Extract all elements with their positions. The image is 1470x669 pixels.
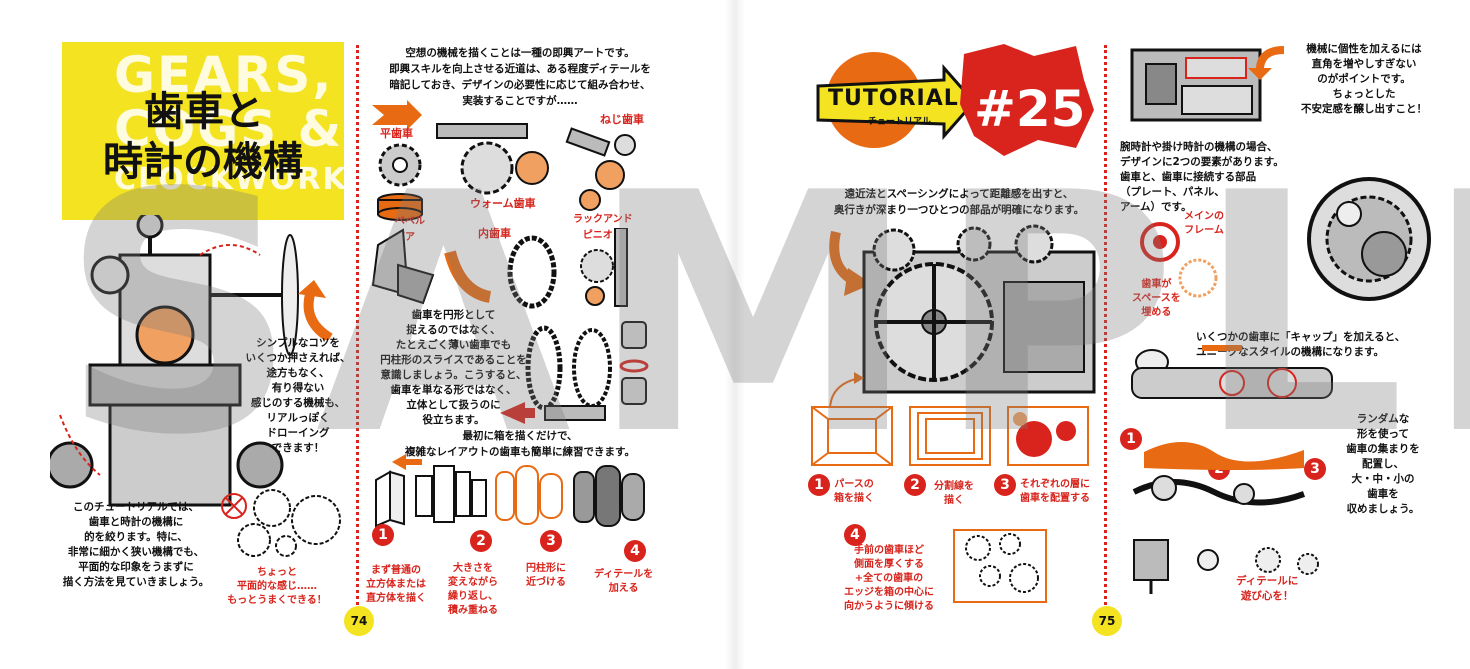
para-tutorial: このチュートリアルでは、 歯車と時計の機構に 的を絞ります。特に、 非常に細かく…: [62, 501, 210, 588]
screw-gear-icon: [565, 127, 636, 211]
note-random: ランダムな 形を使って 歯車の集まりを 配置し、 大・中・小の 歯車を 収めまし…: [1346, 413, 1420, 515]
para-cylinder: 歯車を円形として 捉えるのではなく、 たとえごく薄い歯車でも 円柱形のスライスで…: [380, 309, 527, 426]
page-number-left: 74: [344, 606, 374, 636]
book-gutter: [725, 0, 745, 669]
capped-gears-illustration: [1131, 345, 1333, 399]
perspective-box-3: [1007, 406, 1089, 466]
title-ghost-3: CLOCKWORK: [114, 162, 348, 197]
para-box-start: 最初に箱を描くだけで、 複雑なレイアウトの歯車も簡単に練習できます。: [405, 430, 635, 458]
label-bevel-gear: ベベル ギア: [395, 216, 425, 243]
bevel-gear-icon: [371, 228, 435, 305]
right-page: TUTORIAL チュートリアル #25 遠近法とスペーシングによって距離感を出…: [744, 0, 1470, 669]
curved-arrow-icon-right: [829, 230, 872, 296]
internal-gear-icon: [444, 235, 557, 309]
red-arrow-icon: [372, 100, 422, 130]
thin-arrow-icon: [829, 372, 864, 411]
label-internal-gear: 内歯車: [478, 227, 511, 240]
left-step-badge-2: 2: [470, 530, 492, 552]
spur-gear-icon: [378, 143, 422, 187]
curved-arrow-icon-2: [1248, 46, 1285, 80]
size-step-badge-1: 1: [1120, 428, 1142, 450]
sample-watermark: SAMPLE: [60, 123, 1470, 507]
column-divider-right: [1104, 45, 1107, 635]
rack-pinion-icon: [580, 228, 628, 307]
title-ghost-1: GEARS,: [114, 46, 334, 104]
note-cap: いくつかの歯車に「キャップ」を加えると、 ユニークなスタイルの機構になります。: [1196, 331, 1406, 358]
right-step-text-4: 手前の歯車ほど 側面を厚くする +全ての歯車の エッジを箱の中心に 向かうように…: [844, 545, 934, 612]
title-line-1: 歯車と: [144, 89, 264, 135]
para-simple-tips: シンプルなコツを いくつか押さえれば、 途方もなく、 有り得ない 感じのする機械…: [245, 337, 351, 454]
column-divider: [356, 45, 359, 635]
label-spur-gear: 平歯車: [380, 127, 413, 140]
left-step-badge-3: 3: [540, 530, 562, 552]
tilted-gears-box: [953, 529, 1047, 603]
playful-detail-illustration: [1133, 539, 1319, 594]
worm-gear-icon: [436, 123, 549, 195]
curved-arrow-icon: [298, 280, 333, 340]
cylinder-gear-icon: [377, 193, 423, 221]
flat-gears-note: ちょっと 平面的な感じ…… もっとうまくできる！: [227, 567, 327, 606]
random-shape-gears: [1132, 442, 1306, 506]
right-step-badge-1: 1: [808, 474, 830, 496]
right-step-badge-2: 2: [904, 474, 926, 496]
left-step-badge-1: 1: [372, 524, 394, 546]
step4-detailed-gears: [573, 465, 645, 527]
label-gear-space: 歯車が スペースを 埋める: [1132, 279, 1181, 318]
right-step-text-1: パースの 箱を描く: [834, 479, 874, 504]
title-box: GEARS, COGS & CLOCKWORK 歯車と 時計の機構: [62, 42, 346, 220]
page-number-right: 75: [1092, 606, 1122, 636]
tutorial-word: TUTORIAL: [828, 86, 959, 111]
title-line-2: 時計の機構: [103, 139, 303, 185]
step2-stacked-boxes: [415, 465, 487, 523]
left-step-text-2: 大きさを 変えながら 繰り返し、 積み重ねる: [448, 563, 498, 616]
label-screw-gear: ねじ歯車: [600, 113, 644, 126]
tutorial-kana: チュートリアル: [868, 117, 931, 127]
tutorial-banner: [816, 44, 1094, 156]
clockwork-machine-illustration: [50, 215, 299, 507]
left-step-text-3: 円柱形に 近づける: [526, 563, 566, 588]
left-page: GEARS, COGS & CLOCKWORK 歯車と 時計の機構 空想の機械を…: [0, 0, 728, 669]
frame-gear-icons: [1140, 222, 1218, 298]
size-step-badge-3: 3: [1304, 458, 1326, 480]
watch-mechanism-illustration: [1307, 177, 1431, 301]
step3-cylinders: [495, 465, 563, 525]
chunky-machine-illustration: [1130, 48, 1262, 122]
right-step-badge-3: 3: [994, 474, 1016, 496]
intro-perspective: 遠近法とスペーシングによって距離感を出すと、 奥行きが深まり一つひとつの部品が明…: [833, 188, 1085, 216]
note-watch: 腕時計や掛け時計の機構の場合、 デザインに2つの要素があります。 歯車と、歯車に…: [1120, 141, 1284, 213]
note-play: ディテールに 遊び心を！: [1236, 575, 1299, 602]
note-individuality: 機械に個性を加えるには 直角を増やしすぎない のがポイントです。 ちょっとした …: [1301, 43, 1427, 115]
tutorial-number: #25: [974, 80, 1086, 138]
right-step-badge-4: 4: [844, 524, 866, 546]
shaft-gear-icon: [500, 402, 606, 424]
intro-top-text: 空想の機械を描くことは一種の即興アートです。 即興スキルを向上させる近道は、ある…: [389, 47, 651, 107]
left-step-text-1: まず普通の 立方体または 直方体を描く: [366, 565, 426, 604]
perspective-box-2: [909, 406, 991, 466]
label-worm-gear: ウォーム歯車: [470, 197, 536, 210]
label-main-frame: メインの フレーム: [1184, 211, 1224, 236]
flat-gears-illustration: [221, 489, 341, 557]
small-arrow-icon: [392, 454, 422, 470]
left-step-badge-4: 4: [624, 540, 646, 562]
gearbox-illustration: [862, 224, 1096, 394]
label-rack-pinion: ラックアンド ピニオン: [573, 214, 633, 241]
right-step-text-2: 分割線を 描く: [934, 481, 974, 506]
left-step-text-4: ディテールを 加える: [594, 569, 654, 594]
step1-box-illustration: [375, 470, 405, 528]
right-step-text-3: それぞれの層に 歯車を配置する: [1020, 479, 1090, 504]
title-ghost-2: COGS &: [114, 100, 344, 158]
perspective-box-1: [811, 406, 893, 466]
